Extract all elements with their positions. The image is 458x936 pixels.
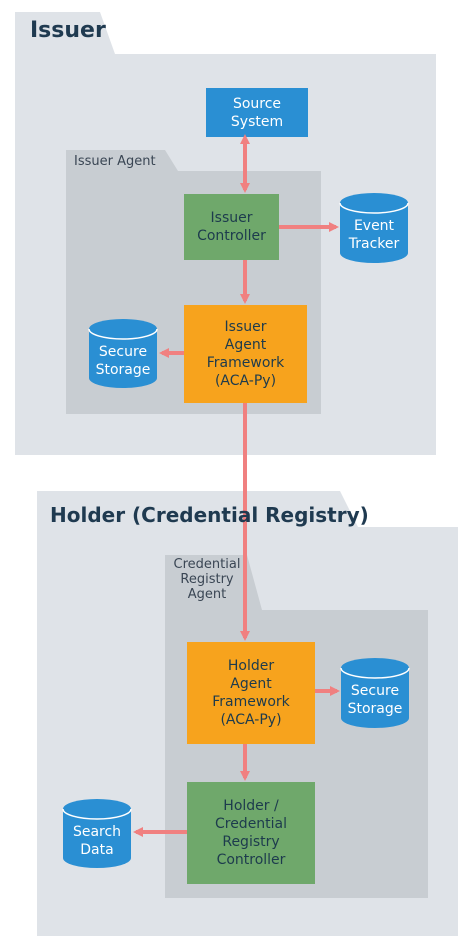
- issuer-agent-title: Issuer Agent: [74, 154, 156, 169]
- holder-secure-storage-cylinder: [340, 658, 410, 728]
- issuer-title: Issuer: [30, 18, 106, 43]
- issuer-framework-label: Issuer Agent Framework (ACA-Py): [206, 319, 285, 389]
- holder-framework-label: Holder Agent Framework (ACA-Py): [212, 658, 290, 728]
- search-data-cylinder: [62, 799, 132, 868]
- source-system-box: [206, 88, 308, 137]
- issuer-controller-box: [184, 194, 279, 260]
- holder-title: Holder (Credential Registry): [50, 503, 369, 527]
- issuer-secure-storage-cylinder: [88, 319, 158, 388]
- source-system-label: Source System: [230, 95, 284, 130]
- event-tracker-cylinder: [339, 193, 409, 263]
- search-data-label: Search Data: [72, 824, 122, 858]
- holder-agent-title: Credential Registry Agent: [173, 557, 241, 602]
- holder-framework-box: [187, 642, 315, 744]
- holder-controller-box: [187, 782, 315, 884]
- event-tracker-label: Event Tracker: [348, 218, 400, 252]
- connector-arrows: [133, 134, 340, 837]
- issuer-framework-box: [184, 305, 307, 403]
- holder-secure-storage-label: Secure Storage: [347, 683, 403, 717]
- holder-controller-label: Holder / Credential Registry Controller: [214, 798, 288, 868]
- issuer-controller-label: Issuer Controller: [197, 210, 266, 244]
- issuer-secure-storage-label: Secure Storage: [95, 344, 151, 378]
